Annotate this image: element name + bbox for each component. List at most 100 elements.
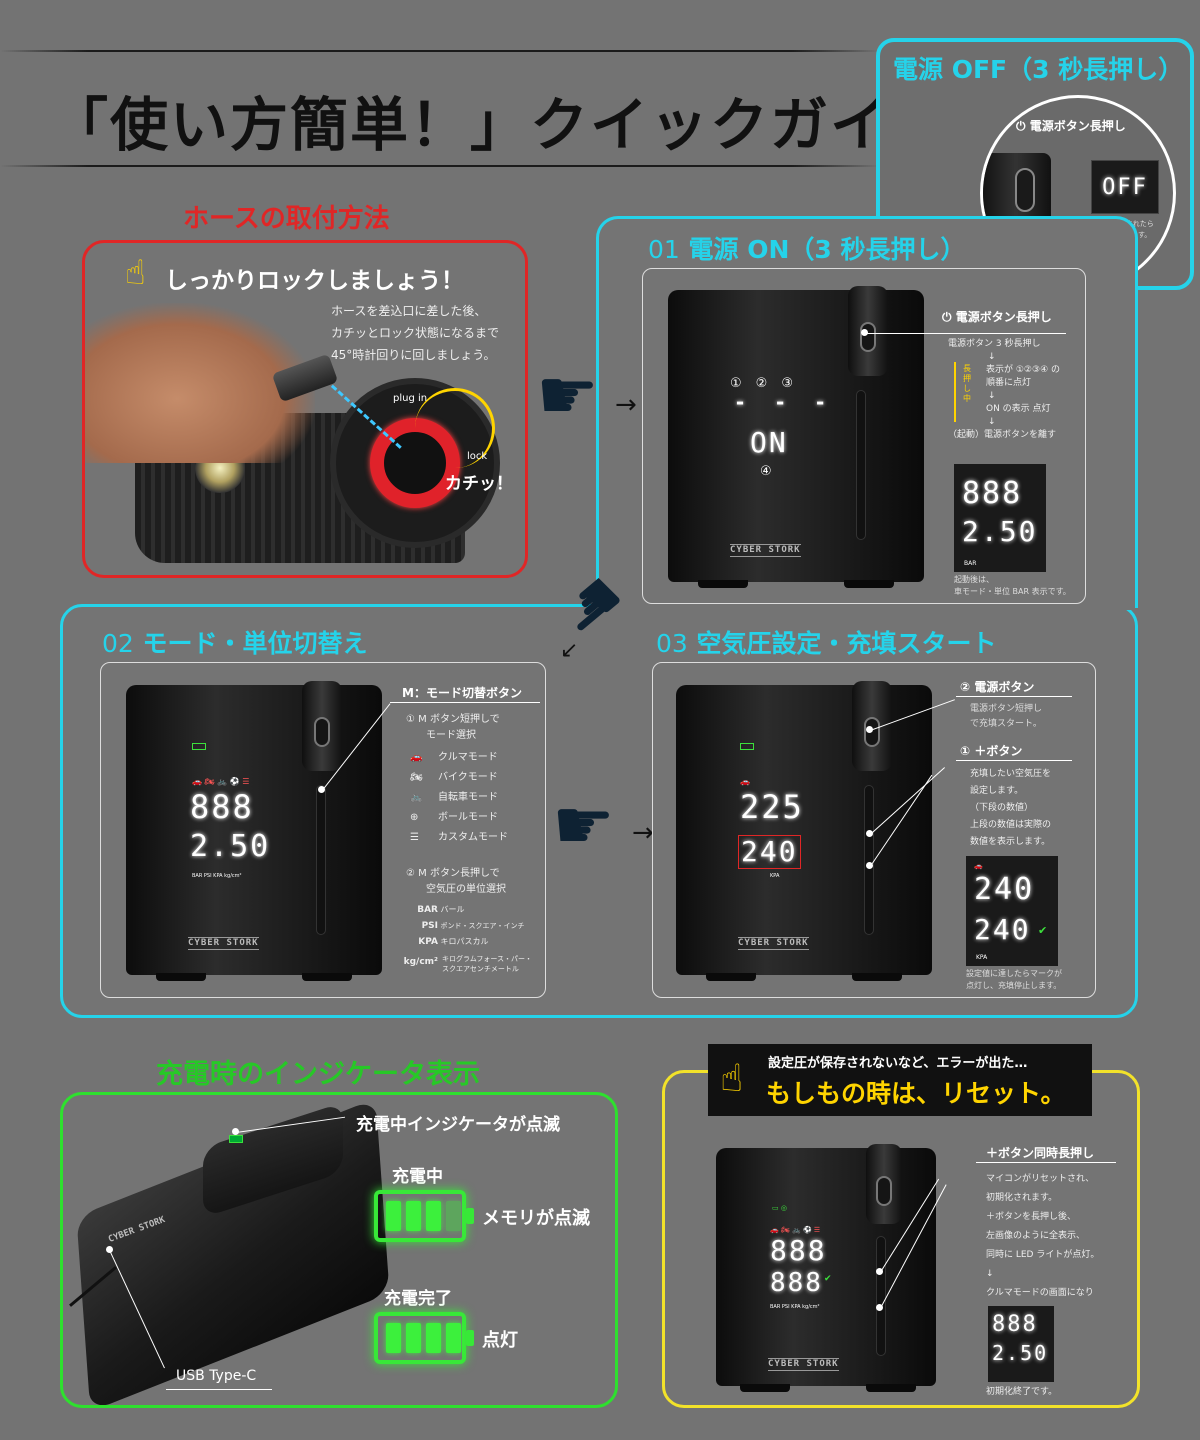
hose-desc-3: 45°時計回りに回しましょう。	[331, 348, 496, 362]
usb-label: USB Type-C	[176, 1368, 257, 1384]
step1-box	[642, 268, 1086, 604]
step3-power-button[interactable]	[864, 717, 880, 747]
reset-dot-2	[876, 1304, 883, 1311]
step2-button-strip	[316, 785, 326, 935]
reset-display-top: 888	[770, 1234, 827, 1267]
battery-cell	[426, 1323, 441, 1353]
unit-psi-name: ポンド・スクエア・インチ	[440, 922, 525, 930]
off-display-text: OFF	[1102, 174, 1148, 200]
click-label: カチッ！	[445, 474, 513, 494]
charging-indicator-led	[229, 1135, 243, 1143]
step1-label-text: 電源ボタン長押し	[955, 310, 1052, 324]
arrow-right-icon: →	[615, 390, 637, 420]
power-button[interactable]	[1015, 168, 1035, 212]
mode-bicycle-label: 自転車モード	[438, 792, 498, 803]
power-off-label: ⏻ 電源ボタン長押し	[1016, 117, 1126, 134]
reset-brand: CYBER STORK	[768, 1358, 839, 1371]
charging-label: 充電中	[392, 1167, 443, 1187]
sliders-icon: ☰	[410, 832, 419, 843]
battery-cell	[406, 1323, 421, 1353]
step3-brand: CYBER STORK	[738, 937, 809, 950]
battery-full-icon	[374, 1312, 474, 1364]
step1-c4: ④	[760, 464, 772, 479]
step1-note-2: ↓	[988, 352, 996, 362]
unit-psi: PSI ポンド・スクエア・インチ	[398, 918, 534, 934]
step2-unit-title-1: ② M ボタン長押しで	[406, 868, 500, 879]
step3-plus-note-4: 上段の数値は実際の	[970, 820, 1052, 830]
step3-plus-notes: 充填したい空気圧を 設定します。 （下段の数値） 上段の数値は実際の 数値を表示…	[970, 766, 1051, 851]
step3-foot-right	[852, 973, 902, 981]
power-off-heading: 電源 OFF（3 秒長押し）	[893, 55, 1184, 84]
step3-num: 03	[656, 629, 688, 658]
step2-device: 🚗 🏍 🚲 ⚽ ☰ 888 2.50 BAR PSI KPA kg/cm² CY…	[126, 681, 382, 981]
reset-final: 初期化終了です。	[986, 1387, 1058, 1397]
mode-bicycle: 🚲 自転車モード	[410, 788, 508, 808]
bicycle-icon: 🚲	[410, 792, 423, 803]
mode-custom: ☰ カスタムモード	[410, 828, 508, 848]
step1-label: ⏻ 電源ボタン長押し	[942, 308, 1052, 325]
mode-custom-label: カスタムモード	[438, 832, 508, 843]
hose-heading: ホースの取付方法	[183, 204, 390, 234]
unit-bar: BAR バール	[398, 902, 534, 918]
step1-note-3: 表示が ①②③④ の	[986, 365, 1060, 375]
battery-cell	[446, 1323, 461, 1353]
step2-display-top: 888	[190, 788, 254, 826]
mode-car: 🚗クルマモード	[410, 748, 508, 768]
step2-title: モード・単位切替え	[142, 629, 368, 658]
step2-power-button[interactable]	[314, 717, 330, 747]
step2-brand: CYBER STORK	[188, 937, 259, 950]
step2-box	[100, 662, 546, 998]
step1-note-1: 電源ボタン 3 秒長押し	[948, 339, 1041, 349]
charging-panel: CYBER STORK	[60, 1092, 618, 1408]
hose-panel: ☝ しっかりロックしましょう！ ホースを差込口に差した後、 カチッとロック状態に…	[82, 240, 528, 578]
step3-done-card: 🚗 240 240 ✔ KPA	[966, 856, 1058, 966]
reset-note-6: ↓	[986, 1269, 994, 1279]
step2-mode-title-1: ① M ボタン短押しで	[406, 714, 500, 725]
reset-sub: 設定圧が保存されないなど、エラーが出た…	[768, 1056, 1028, 1071]
step1-circles: ①②③	[730, 376, 807, 391]
step1-display-card: 888 2.50 BAR	[954, 464, 1046, 572]
pointing-right-hand-icon: ☛	[536, 354, 599, 436]
unit-kpa-name: キロパスカル	[440, 937, 489, 946]
power-icon: ⏻	[1016, 119, 1026, 133]
step3-box	[652, 662, 1096, 998]
reset-notes: マイコンがリセットされ、 初期化されます。 ＋ボタンを長押し後、 左画像のように…	[986, 1170, 1099, 1303]
reset-banner	[708, 1044, 1092, 1116]
step3-unit: KPA	[770, 873, 780, 879]
step2-unit-row: BAR PSI KPA kg/cm²	[192, 873, 242, 879]
step1-notes: 電源ボタン 3 秒長押し ↓ 表示が ①②③④ の 順番に点灯 ↓ ON の表示…	[948, 338, 1060, 442]
battery-cell	[386, 1201, 401, 1231]
step3-caption-1: 設定値に達したらマークが	[966, 969, 1062, 978]
battery-cell	[446, 1201, 461, 1231]
step1-device: ①②③ - - - ON ④ CYBER STORK	[668, 286, 924, 588]
check-icon: ✔	[1038, 924, 1048, 937]
step1-note-6: ON の表示 点灯	[986, 404, 1051, 414]
battery-cell	[386, 1323, 401, 1353]
step1-brand: CYBER STORK	[730, 544, 801, 557]
step1-foot-left	[698, 580, 748, 588]
reset-mode-icons: 🚗 🏍 🚲 ⚽ ☰	[770, 1226, 821, 1234]
full-desc: 点灯	[482, 1330, 518, 1351]
step2-unit-title-2: 空気圧の単位選択	[426, 884, 506, 895]
reset-heading: もしもの時は、リセット。	[766, 1079, 1066, 1108]
step3-plus-note-2: 設定します。	[970, 786, 1024, 796]
step3-power-note-2: で充填スタート。	[970, 719, 1042, 729]
unit-kpa-code: KPA	[418, 937, 438, 947]
pointing-hand-icon: ☝	[125, 253, 146, 293]
unit-bar-name: バール	[440, 905, 465, 914]
step3-device: 🚗 225 240 KPA CYBER STORK	[676, 681, 932, 981]
step1-pointer	[866, 333, 1066, 334]
step3-title: 空気圧設定・充填スタート	[696, 629, 997, 658]
step3-plus-underline	[956, 760, 1072, 761]
step1-note-7: ↓	[988, 417, 996, 427]
step1-title: 電源 ON（3 秒長押し）	[688, 235, 966, 264]
step3-heading: 03 空気圧設定・充填スタート	[656, 624, 997, 660]
step3-power-label: ② 電源ボタン	[960, 680, 1035, 694]
step3-done-top: 240	[974, 872, 1035, 907]
step1-note-8: （起動）電源ボタンを離す	[948, 430, 1057, 440]
step1-power-button[interactable]	[860, 322, 876, 352]
reset-power-button[interactable]	[876, 1176, 892, 1206]
step2-foot-right	[302, 973, 352, 981]
unit-kgcm-name: キログラムフォース・パー・スクエアセンチメートル	[442, 955, 533, 973]
page-title: 「使い方簡単！」クイックガイド	[50, 91, 951, 159]
